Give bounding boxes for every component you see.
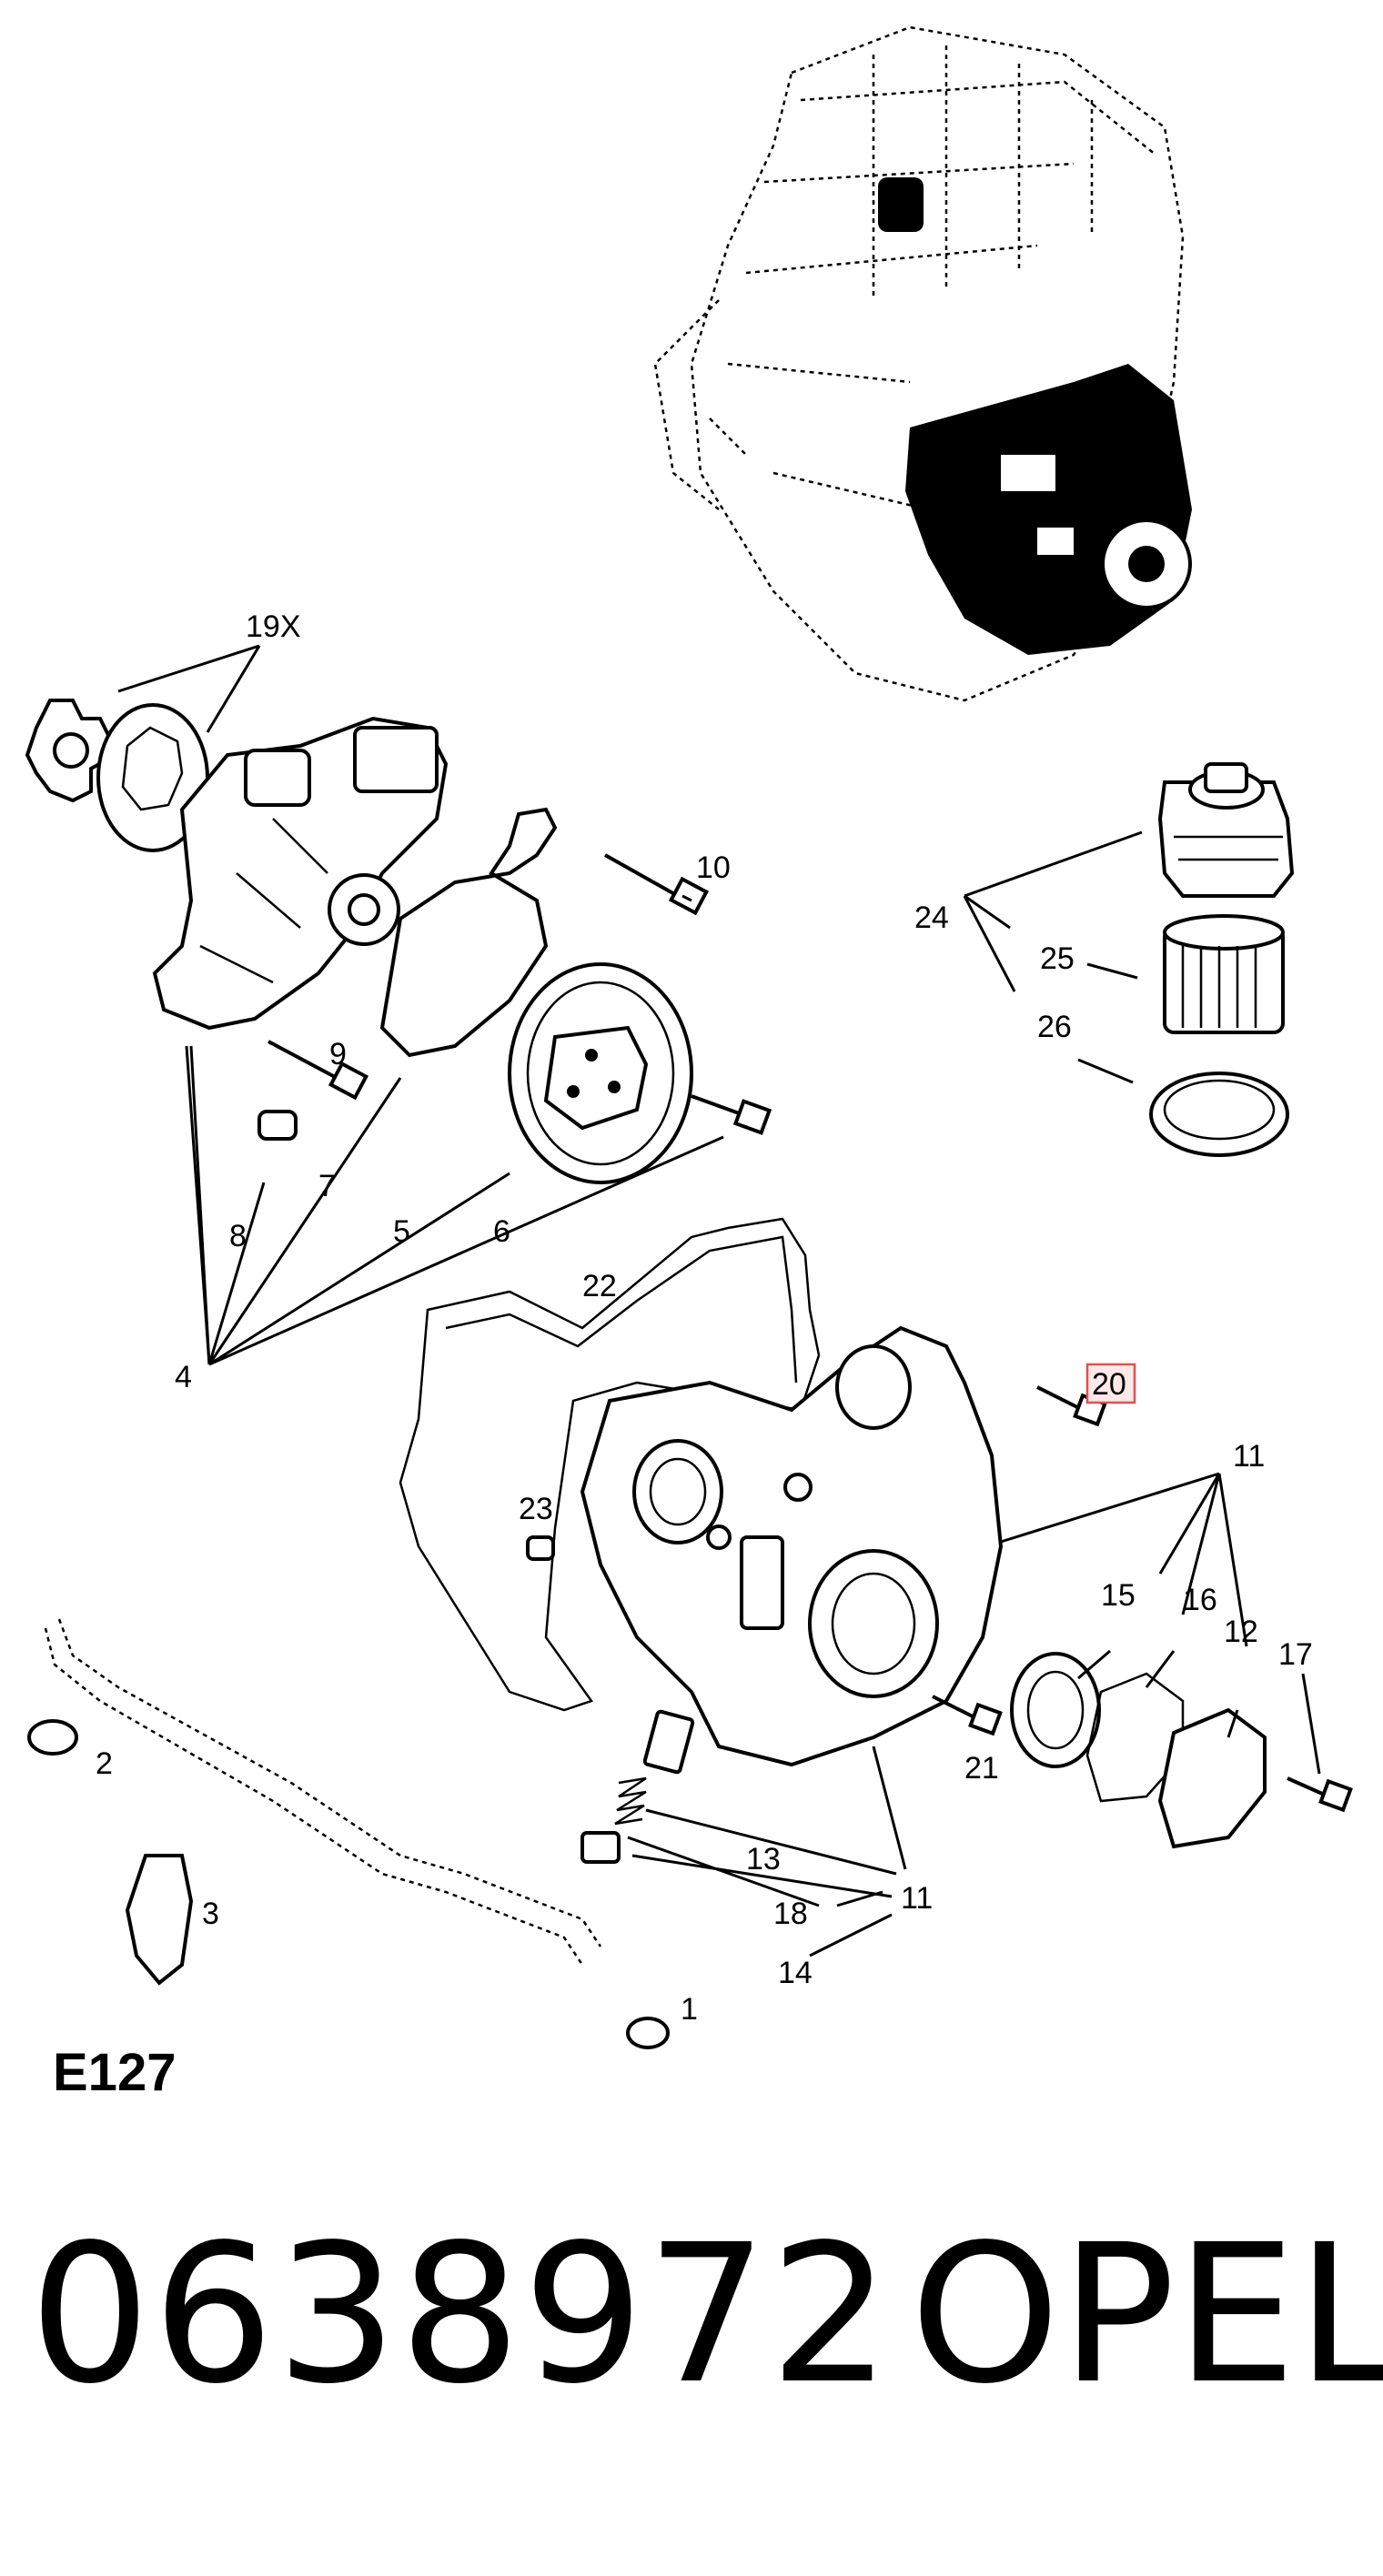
dipstick-tube xyxy=(44,1618,602,1966)
engine-block-illustration xyxy=(653,25,1192,702)
part-number: 0638972 xyxy=(29,2203,893,2426)
callout-21: 21 xyxy=(964,1751,999,1786)
callout-7: 7 xyxy=(318,1169,336,1203)
callout-10: 10 xyxy=(696,850,731,885)
relief-valve-plug-14 xyxy=(580,1831,621,1864)
bolt-17 xyxy=(1287,1776,1353,1813)
callout-11-lower: 11 xyxy=(901,1881,933,1916)
callout-25: 25 xyxy=(1040,941,1075,976)
callout-3: 3 xyxy=(202,1897,219,1931)
callout-5: 5 xyxy=(393,1214,410,1249)
pump-gasket-7 xyxy=(379,807,558,1058)
callout-15: 15 xyxy=(1101,1578,1136,1613)
camshaft-sprocket-5 xyxy=(508,962,693,1184)
callout-12: 12 xyxy=(1224,1615,1258,1649)
bolt-6 xyxy=(691,1094,772,1135)
dowel-23 xyxy=(526,1535,555,1561)
callout-1: 1 xyxy=(681,1992,698,2027)
diagram-code: E127 xyxy=(53,2043,177,2102)
oil-pump-housing xyxy=(152,716,449,1031)
callout-23: 23 xyxy=(519,1492,553,1526)
callout-16: 16 xyxy=(1183,1583,1217,1617)
callout-18: 18 xyxy=(773,1897,808,1931)
bolt-10 xyxy=(604,853,710,916)
bolt-21 xyxy=(932,1695,1003,1736)
relief-valve-plunger xyxy=(642,1709,695,1775)
callout-20: 20 xyxy=(1092,1367,1126,1402)
timing-cover-gasket-22 xyxy=(399,1217,821,1712)
callout-14: 14 xyxy=(778,1956,813,1990)
plug-8 xyxy=(257,1110,298,1141)
callout-19x: 19X xyxy=(246,609,301,644)
callout-11-right: 11 xyxy=(1233,1439,1265,1474)
oil-filter-element-25 xyxy=(1163,914,1285,1034)
cover-plate-12 xyxy=(1157,1707,1267,1849)
callout-8: 8 xyxy=(229,1219,247,1253)
callout-2: 2 xyxy=(96,1746,113,1781)
oil-filter-seal-26 xyxy=(1149,1072,1289,1157)
callout-4: 4 xyxy=(175,1360,192,1394)
crankshaft-seal-15 xyxy=(1010,1652,1101,1768)
bolt-20 xyxy=(1036,1385,1107,1427)
bolt-9 xyxy=(268,1040,369,1101)
timing-cover-11 xyxy=(580,1325,1004,1767)
callout-24: 24 xyxy=(914,901,949,935)
callout-9: 9 xyxy=(329,1037,347,1072)
highlight-box-20 xyxy=(1085,1363,1136,1404)
oil-filter-cap-24 xyxy=(1157,762,1295,898)
clamp-1 xyxy=(626,2017,670,2049)
bracket-3 xyxy=(125,1854,194,1986)
callout-6: 6 xyxy=(493,1214,510,1249)
clamp-2 xyxy=(27,1719,78,1756)
brand-name: OPEL xyxy=(910,2203,1383,2426)
callout-26: 26 xyxy=(1037,1010,1072,1044)
callout-13: 13 xyxy=(746,1842,781,1877)
relief-valve-spring-13 xyxy=(614,1776,647,1826)
leader-lines xyxy=(117,644,1321,1957)
callout-22: 22 xyxy=(582,1269,617,1303)
callout-labels: 19X 10 9 7 8 5 6 4 22 24 25 26 20 11 23 … xyxy=(96,609,1313,2027)
callout-17: 17 xyxy=(1278,1637,1313,1672)
oil-pump-rotor-set xyxy=(25,699,209,852)
